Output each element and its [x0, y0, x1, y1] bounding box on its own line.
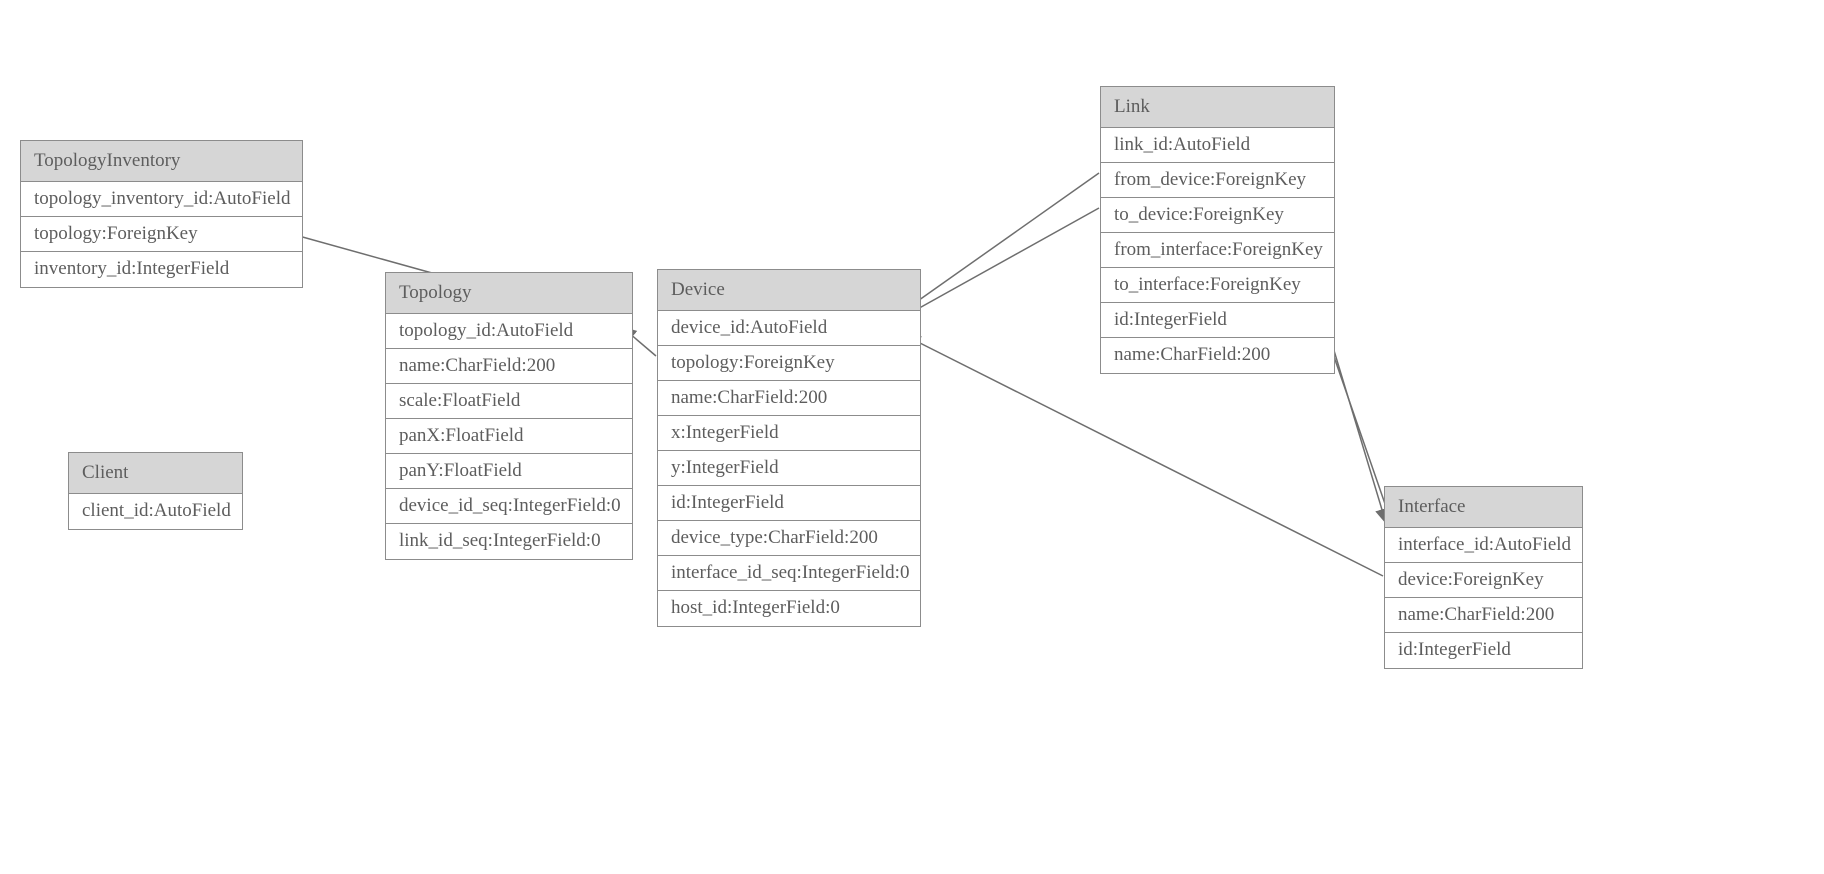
field-row: inventory_id:IntegerField — [34, 258, 230, 279]
field-row: interface_id:AutoField — [1385, 528, 1582, 563]
entity-topologyinventory[interactable]: TopologyInventory topology_inventory_id:… — [20, 140, 303, 288]
field-list: client_id:AutoField — [69, 494, 242, 529]
field-row: x:IntegerField — [658, 416, 920, 451]
entity-title: Device — [658, 270, 920, 311]
entity-title: Topology — [386, 273, 632, 314]
field-row: device:ForeignKey — [1385, 563, 1582, 598]
field-row: topology_id:AutoField — [386, 314, 632, 349]
entity-client[interactable]: Client client_id:AutoField — [68, 452, 243, 530]
field-row: name:CharField:200 — [386, 349, 632, 384]
field-row: from_interface:ForeignKey — [1101, 233, 1334, 268]
field-row: topology:ForeignKey — [21, 217, 302, 252]
entity-topology[interactable]: Topology topology_id:AutoField name:Char… — [385, 272, 633, 560]
entity-title: Client — [69, 453, 242, 494]
field-row: panY:FloatField — [386, 454, 632, 489]
field-row: id:IntegerField — [1101, 303, 1334, 338]
field-row: link_id:AutoField — [1101, 128, 1334, 163]
field-row: panX:FloatField — [386, 419, 632, 454]
field-row: device_id_seq:IntegerField:0 — [386, 489, 632, 524]
field-list: device_id:AutoField topology:ForeignKey … — [658, 311, 920, 626]
field-row: from_device:ForeignKey — [1101, 163, 1334, 198]
field-row: client_id:AutoField — [82, 500, 231, 521]
field-row: topology:ForeignKey — [658, 346, 920, 381]
field-row: device_id:AutoField — [658, 311, 920, 346]
field-row: to_device:ForeignKey — [1101, 198, 1334, 233]
edge-link-from-device — [903, 172, 1100, 311]
field-row: y:IntegerField — [658, 451, 920, 486]
field-list: link_id:AutoField from_device:ForeignKey… — [1101, 128, 1334, 373]
entity-title: Interface — [1385, 487, 1582, 528]
field-row: id:IntegerField — [1398, 639, 1511, 660]
entity-interface[interactable]: Interface interface_id:AutoField device:… — [1384, 486, 1583, 669]
field-row: link_id_seq:IntegerField:0 — [399, 530, 601, 551]
field-list: interface_id:AutoField device:ForeignKey… — [1385, 528, 1582, 668]
field-list: topology_id:AutoField name:CharField:200… — [386, 314, 632, 559]
field-list: topology_inventory_id:AutoField topology… — [21, 182, 302, 287]
field-row: device_type:CharField:200 — [658, 521, 920, 556]
entity-device[interactable]: Device device_id:AutoField topology:Fore… — [657, 269, 921, 627]
field-row: id:IntegerField — [658, 486, 920, 521]
field-row: host_id:IntegerField:0 — [671, 597, 840, 618]
field-row: interface_id_seq:IntegerField:0 — [658, 556, 920, 591]
entity-title: Link — [1101, 87, 1334, 128]
entity-link[interactable]: Link link_id:AutoField from_device:Forei… — [1100, 86, 1335, 374]
field-row: to_interface:ForeignKey — [1101, 268, 1334, 303]
field-row: name:CharField:200 — [658, 381, 920, 416]
entity-title: TopologyInventory — [21, 141, 302, 182]
field-row: scale:FloatField — [386, 384, 632, 419]
field-row: name:CharField:200 — [1385, 598, 1582, 633]
field-row: name:CharField:200 — [1114, 344, 1271, 365]
edge-link-to-device — [903, 207, 1100, 317]
field-row: topology_inventory_id:AutoField — [21, 182, 302, 217]
